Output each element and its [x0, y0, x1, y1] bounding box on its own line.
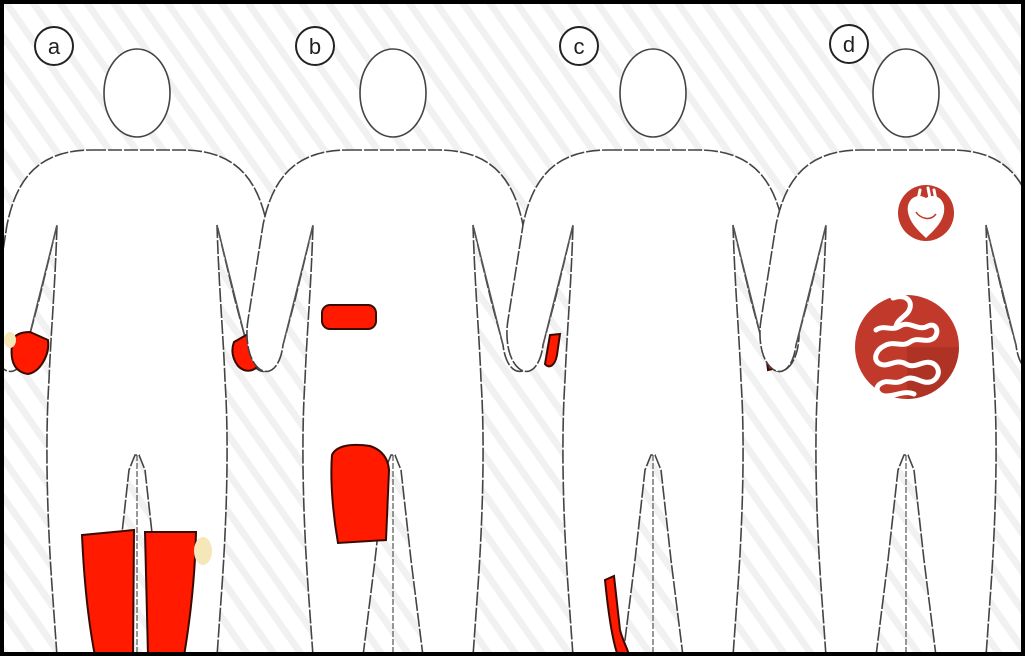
- panel-a-label: a: [48, 34, 61, 59]
- right-leg-marker: [194, 537, 212, 565]
- left-hand-marker: [4, 332, 16, 348]
- intestines-icon: [855, 295, 959, 399]
- panel-b-label: b: [309, 34, 321, 59]
- panel-d-label: d: [843, 32, 855, 57]
- panel-c-label: c: [574, 34, 585, 59]
- forearm-band-highlight: [322, 305, 376, 329]
- heart-icon: [898, 185, 954, 241]
- thigh-highlight: [331, 445, 389, 543]
